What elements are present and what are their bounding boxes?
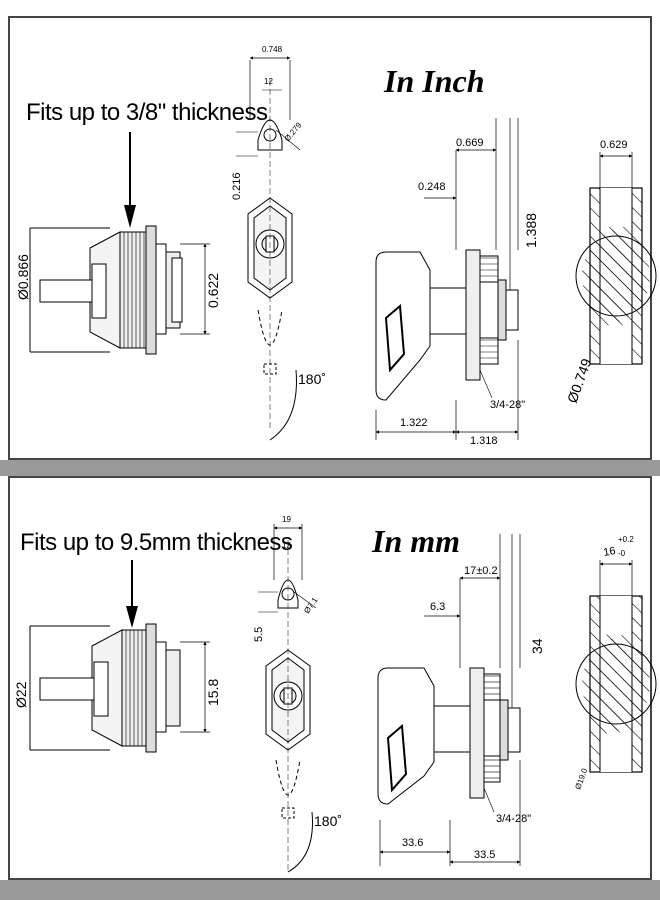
inch-plate-thickness: 0.669 [456,137,484,149]
mm-front-width: 19 [282,515,291,524]
mm-cutout [575,595,657,773]
mm-cutout-width: 16 [602,545,616,559]
inch-drawing: Fits up to 3/8" thickness Ø0.866 0.622 [15,45,657,447]
mm-front-inner: 12 [282,541,291,550]
inch-rotation: 180˚ [298,371,326,387]
inch-cutout-width: 0.629 [600,139,628,151]
inch-fits-label: Fits up to 3/8" thickness [26,99,268,126]
mm-thread: 3/4-28" [496,813,531,825]
mm-front-view [258,524,317,873]
inch-front-width: 0.748 [262,45,283,54]
inch-front-offset: 0.216 [231,172,243,200]
inch-cutout [575,187,657,365]
mm-header: In mm [371,523,460,559]
inch-height: 1.388 [523,213,539,248]
inch-plate-offset: 0.248 [418,181,446,193]
inch-header: In Inch [383,63,485,99]
inch-side-diameter: Ø0.866 [15,254,31,300]
mm-plate-offset: 6.3 [430,601,445,613]
mm-side-diameter: Ø22 [13,681,29,708]
mm-rotation: 180˚ [314,813,342,829]
mm-profile-view [377,534,521,805]
mm-body-length: 33.5 [474,849,495,861]
inch-front-inner: 12 [264,77,273,86]
inch-profile-view [375,118,519,401]
inch-body-length: 1.318 [470,435,498,447]
mm-cutout-diameter: Ø19.0 [573,767,589,791]
mm-side-nut: 15.8 [205,679,221,706]
inch-key-length: 1.322 [400,417,428,429]
mm-height: 34 [529,638,545,654]
mm-front-offset: 5.5 [253,627,265,642]
mm-front-hole: Ø7.1 [302,595,320,615]
mm-cutout-tol: +0.2 [618,535,634,544]
inch-thread: 3/4-28" [490,399,525,411]
inch-side-view [29,225,183,355]
bottom-border [0,880,660,900]
mm-cutout-tol2: -0 [618,549,626,558]
mm-plate-thickness: 17±0.2 [464,565,498,577]
mm-fits-arrowhead [126,606,138,628]
inch-side-nut: 0.622 [205,273,221,308]
inch-front-view [236,56,301,441]
panel-separator [0,460,660,476]
mm-side-view [29,623,181,753]
inch-fits-arrowhead [124,205,136,228]
mm-key-length: 33.6 [402,837,423,849]
mm-fits-label: Fits up to 9.5mm thickness [20,529,293,556]
